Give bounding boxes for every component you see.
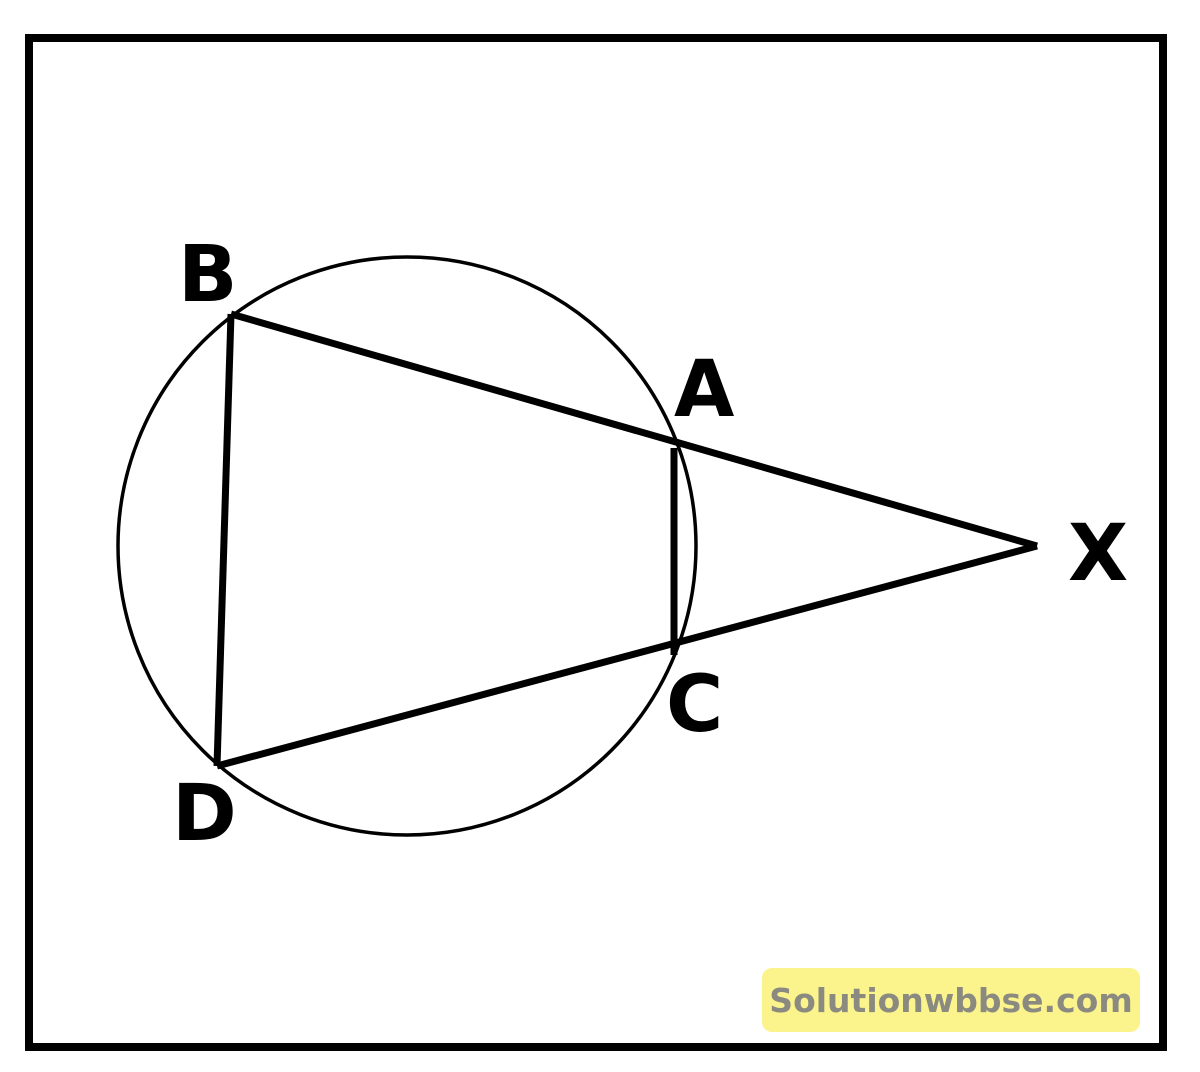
circle	[116, 255, 698, 837]
watermark: Solutionwbbse.com	[762, 968, 1140, 1032]
segment-bd	[213, 313, 235, 767]
label-d: D	[172, 769, 237, 859]
segment-dx	[216, 542, 1038, 770]
segment-bx	[230, 310, 1038, 550]
frame-border	[25, 34, 1167, 1051]
label-a: A	[674, 345, 734, 435]
label-c: C	[666, 660, 723, 750]
label-x: X	[1068, 509, 1128, 599]
label-b: B	[178, 230, 237, 320]
